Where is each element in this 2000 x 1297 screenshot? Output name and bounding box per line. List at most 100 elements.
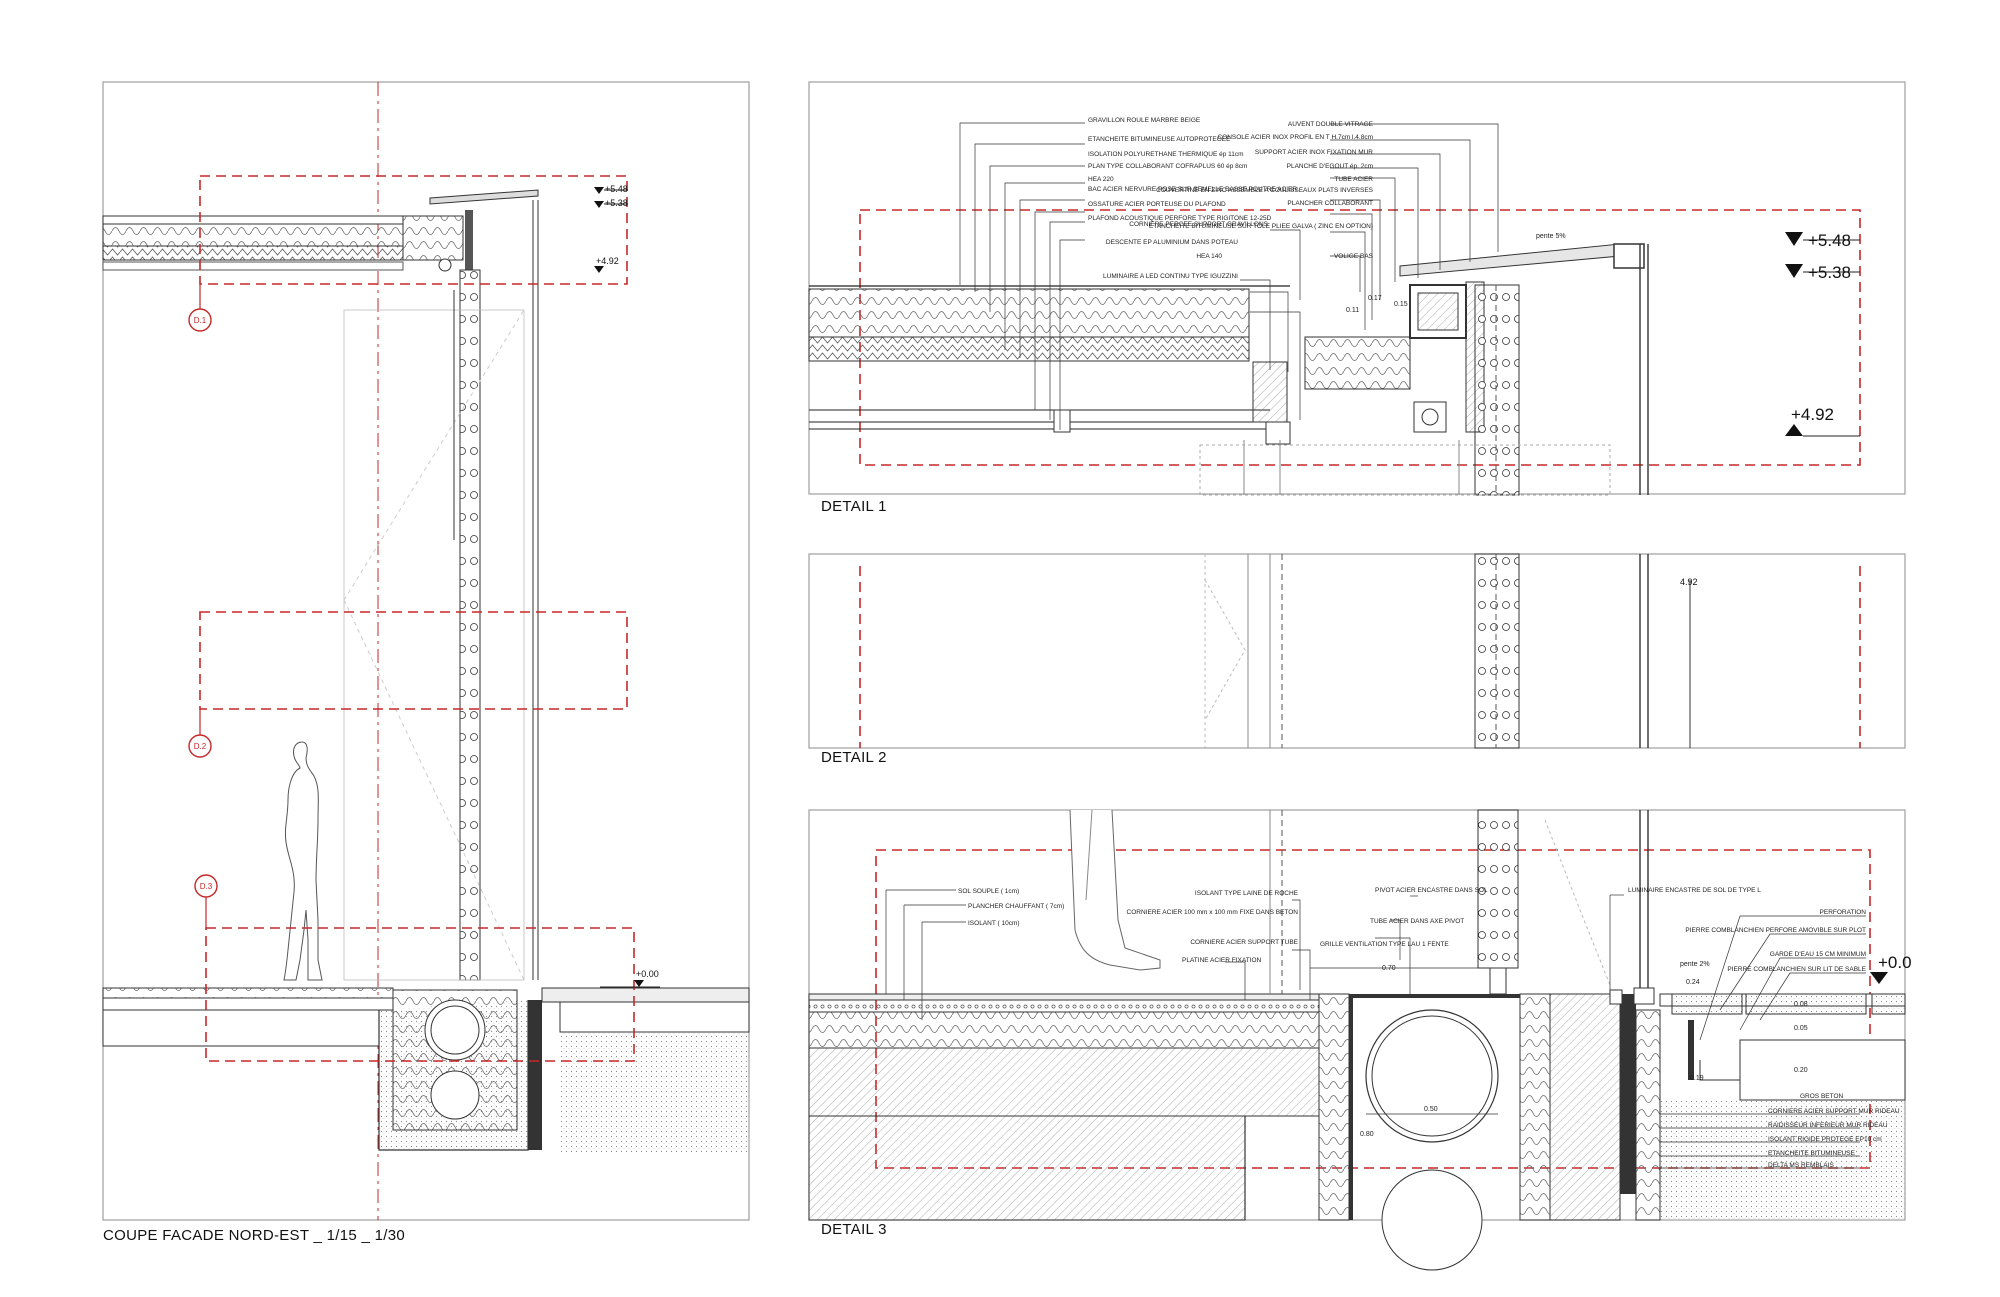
svg-text:ETANCHEITE BITUMINEUSE SUR TOL: ETANCHEITE BITUMINEUSE SUR TOLE PLIEE GA…	[1149, 223, 1373, 230]
svg-text:ISOLATION POLYURETHANE THERMIQ: ISOLATION POLYURETHANE THERMIQUE ép 11cm	[1088, 151, 1244, 158]
svg-text:PLANCHER COLLABORANT: PLANCHER COLLABORANT	[1287, 200, 1373, 207]
marker-d3-label: D.3	[200, 882, 213, 891]
detail3-pivot: PIVOT ACIER ENCASTRE DANS SOL	[1375, 887, 1488, 894]
svg-text:+0.00: +0.00	[636, 969, 659, 979]
svg-text:ISOLANT RIGIDE PROTEGE EP10 cm: ISOLANT RIGIDE PROTEGE EP10 cm	[1768, 1136, 1882, 1143]
svg-text:ETANCHEITE BITUMINEUSE AUTOPRO: ETANCHEITE BITUMINEUSE AUTOPROTEGEE	[1088, 136, 1231, 143]
svg-text:0.24: 0.24	[1686, 979, 1700, 986]
detail3-dims: 0.70 0.50 0.80 0.24 0.08 0.05 0.20 0.19	[1360, 965, 1808, 1138]
svg-text:0.19: 0.19	[1690, 1075, 1704, 1082]
svg-text:ISOLANT ( 10cm): ISOLANT ( 10cm)	[968, 920, 1020, 927]
main-level-548: +5.48	[594, 184, 628, 194]
marker-d1: D.1	[188, 284, 212, 332]
svg-text:SOL SOUPLE ( 1cm): SOL SOUPLE ( 1cm)	[958, 888, 1019, 895]
marker-d2: D.2	[188, 709, 212, 758]
svg-text:+4.92: +4.92	[1791, 405, 1834, 424]
detail-1: GRAVILLON ROULE MARBRE BEIGE ETANCHEITE …	[808, 81, 1906, 515]
detail1-annotations-right: AUVENT DOUBLE VITRAGE CONSOLE ACIER INOX…	[1149, 121, 1374, 260]
svg-text:PIERRE COMBLANCHIEN SUR LIT DE: PIERRE COMBLANCHIEN SUR LIT DE SABLE	[1727, 966, 1866, 973]
marker-d2-label: D.2	[194, 742, 207, 751]
detail3-slope: pente 2%	[1680, 961, 1710, 968]
main-section: D.1 D.2 D.3 +5.48 +5.38 +4.92	[102, 81, 750, 1244]
detail2-frame	[808, 553, 1906, 749]
detail3-grille: GRILLE VENTILATION TYPE LAU 1 FENTE	[1320, 941, 1449, 948]
svg-text:DESCENTE EP ALUMINIUM DANS POT: DESCENTE EP ALUMINIUM DANS POTEAU	[1106, 239, 1238, 246]
detail2-level: 4.92	[1680, 577, 1698, 587]
svg-text:TUBE ACIER: TUBE ACIER	[1334, 176, 1373, 183]
svg-text:+5.48: +5.48	[605, 184, 628, 194]
svg-text:0.20: 0.20	[1794, 1067, 1808, 1074]
svg-text:CORNIERE PERCEE SUPPORT GRAVIL: CORNIERE PERCEE SUPPORT GRAVILLONS	[1129, 221, 1268, 228]
svg-text:CORNIERE ACIER SUPPORT MUR RID: CORNIERE ACIER SUPPORT MUR RIDEAU	[1768, 1108, 1900, 1115]
svg-text:0.15: 0.15	[1394, 301, 1408, 308]
detail3-tube: TUBE ACIER DANS AXE PIVOT	[1370, 918, 1464, 925]
detail1-annotations-left: GRAVILLON ROULE MARBRE BEIGE ETANCHEITE …	[1088, 117, 1297, 222]
svg-text:PERFORATION: PERFORATION	[1820, 909, 1867, 916]
svg-text:LUMINAIRE A LED CONTINU TYPE I: LUMINAIRE A LED CONTINU TYPE IGUZZINI	[1103, 273, 1238, 280]
svg-text:ETANCHEITE BITUMINEUSE: ETANCHEITE BITUMINEUSE	[1768, 1150, 1856, 1157]
detail3-level-000: +0.0	[1870, 953, 1912, 984]
svg-text:CORNIERE ACIER 100 mm x 100 mm: CORNIERE ACIER 100 mm x 100 mm FIXE DANS…	[1127, 909, 1299, 916]
detail1-frame	[808, 81, 1906, 495]
marker-d3: D.3	[194, 874, 218, 928]
svg-text:+5.38: +5.38	[605, 198, 628, 208]
svg-text:PLANCHER CHAUFFANT ( 7cm): PLANCHER CHAUFFANT ( 7cm)	[968, 903, 1064, 910]
svg-text:HEA 220: HEA 220	[1088, 176, 1114, 183]
svg-text:BAC ACIER NERVURE POSE SUR SEM: BAC ACIER NERVURE POSE SUR SEMELLE BASSE…	[1088, 186, 1297, 193]
detail1-dims: 0.17 0.15 0.11	[1346, 295, 1408, 314]
svg-text:0.80: 0.80	[1360, 1131, 1374, 1138]
svg-text:+4.92: +4.92	[596, 256, 619, 266]
svg-text:0.05: 0.05	[1794, 1025, 1808, 1032]
marker-d1-label: D.1	[194, 316, 207, 325]
detail-3: SOL SOUPLE ( 1cm) PLANCHER CHAUFFANT ( 7…	[808, 809, 1912, 1271]
main-frame	[102, 81, 750, 1221]
svg-text:RAIDISSEUR INFERIEUR MUR RIDEA: RAIDISSEUR INFERIEUR MUR RIDEAU	[1768, 1122, 1888, 1129]
detail3-platine: PLATINE ACIER FIXATION	[1182, 957, 1262, 964]
detail1-level-492: +4.92	[1785, 405, 1860, 437]
svg-text:GRAVILLON ROULE MARBRE BEIGE: GRAVILLON ROULE MARBRE BEIGE	[1088, 117, 1201, 124]
main-level-492: +4.92	[594, 256, 619, 273]
svg-text:0.50: 0.50	[1424, 1106, 1438, 1113]
detail1-slope: pente 5%	[1536, 233, 1566, 240]
caption-detail2: DETAIL 2	[821, 749, 887, 766]
svg-text:DELTA MS REMBLAIS: DELTA MS REMBLAIS	[1768, 1162, 1835, 1169]
svg-text:PLAFOND ACOUSTIQUE PERFORE TYP: PLAFOND ACOUSTIQUE PERFORE TYPE RIGITONE…	[1088, 215, 1272, 222]
svg-text:CORNIERE ACIER SUPPORT TUBE: CORNIERE ACIER SUPPORT TUBE	[1190, 939, 1298, 946]
svg-text:0.70: 0.70	[1382, 965, 1396, 972]
svg-text:0.17: 0.17	[1368, 295, 1382, 302]
detail3-annotations-right: PERFORATION PIERRE COMBLANCHIEN PERFORE …	[1685, 909, 1866, 973]
svg-text:+0.0: +0.0	[1878, 953, 1912, 972]
detail1-level-538: +5.38	[1785, 263, 1860, 282]
svg-text:PLAN TYPE COLLABORANT COFRAPLU: PLAN TYPE COLLABORANT COFRAPLUS 60 ép 8c…	[1088, 163, 1247, 170]
svg-text:COUVERTINE EN ZINC ASSEMBLE A: COUVERTINE EN ZINC ASSEMBLE A COULISSEAU…	[1156, 187, 1374, 194]
svg-text:0.08: 0.08	[1794, 1001, 1808, 1008]
detail1-level-548: +5.48	[1785, 231, 1860, 250]
svg-text:GARDE D'EAU 15 CM MINIMUM: GARDE D'EAU 15 CM MINIMUM	[1770, 951, 1866, 958]
detail3-gros-beton: GROS BETON	[1800, 1093, 1844, 1100]
human-figure	[283, 741, 323, 981]
svg-text:VOLIGE BAS: VOLIGE BAS	[1334, 253, 1374, 260]
svg-text:SUPPORT ACIER INOX FIXATION MU: SUPPORT ACIER INOX FIXATION MUR	[1255, 149, 1373, 156]
svg-text:ISOLANT TYPE LAINE DE ROCHE: ISOLANT TYPE LAINE DE ROCHE	[1195, 890, 1299, 897]
caption-main: COUPE FACADE NORD-EST _ 1/15 _ 1/30	[103, 1227, 405, 1244]
main-level-000: +0.00	[600, 969, 660, 988]
svg-text:HEA 140: HEA 140	[1196, 253, 1222, 260]
svg-text:+5.48: +5.48	[1808, 231, 1851, 250]
detail3-annotations-middle: ISOLANT TYPE LAINE DE ROCHE CORNIERE ACI…	[1127, 890, 1299, 946]
svg-text:PLANCHE D'EGOUT ép. 2cm: PLANCHE D'EGOUT ép. 2cm	[1287, 163, 1373, 170]
svg-text:OSSATURE ACIER PORTEUSE DU PLA: OSSATURE ACIER PORTEUSE DU PLAFOND	[1088, 201, 1226, 208]
svg-text:AUVENT DOUBLE VITRAGE: AUVENT DOUBLE VITRAGE	[1288, 121, 1374, 128]
svg-text:PIERRE COMBLANCHIEN PERFORE AM: PIERRE COMBLANCHIEN PERFORE AMOVIBLE SUR…	[1685, 927, 1866, 934]
svg-text:CONSOLE ACIER INOX PROFIL EN T: CONSOLE ACIER INOX PROFIL EN T H.7cm l.4…	[1217, 134, 1373, 141]
svg-text:0.11: 0.11	[1346, 307, 1359, 314]
detail3-annotations-lower-right: CORNIERE ACIER SUPPORT MUR RIDEAU RAIDIS…	[1768, 1108, 1900, 1169]
svg-text:+5.38: +5.38	[1808, 263, 1851, 282]
detail-2: 4.92 DETAIL 2	[808, 553, 1906, 766]
caption-detail3: DETAIL 3	[821, 1221, 887, 1238]
detail1-annotations-middle: CORNIERE PERCEE SUPPORT GRAVILLONS DESCE…	[1103, 221, 1269, 280]
detail3-annotations-left: SOL SOUPLE ( 1cm) PLANCHER CHAUFFANT ( 7…	[958, 888, 1064, 927]
detail3-luminaire: LUMINAIRE ENCASTRE DE SOL DE TYPE L	[1628, 887, 1761, 894]
main-level-538: +5.38	[594, 198, 628, 208]
caption-detail1: DETAIL 1	[821, 498, 887, 515]
